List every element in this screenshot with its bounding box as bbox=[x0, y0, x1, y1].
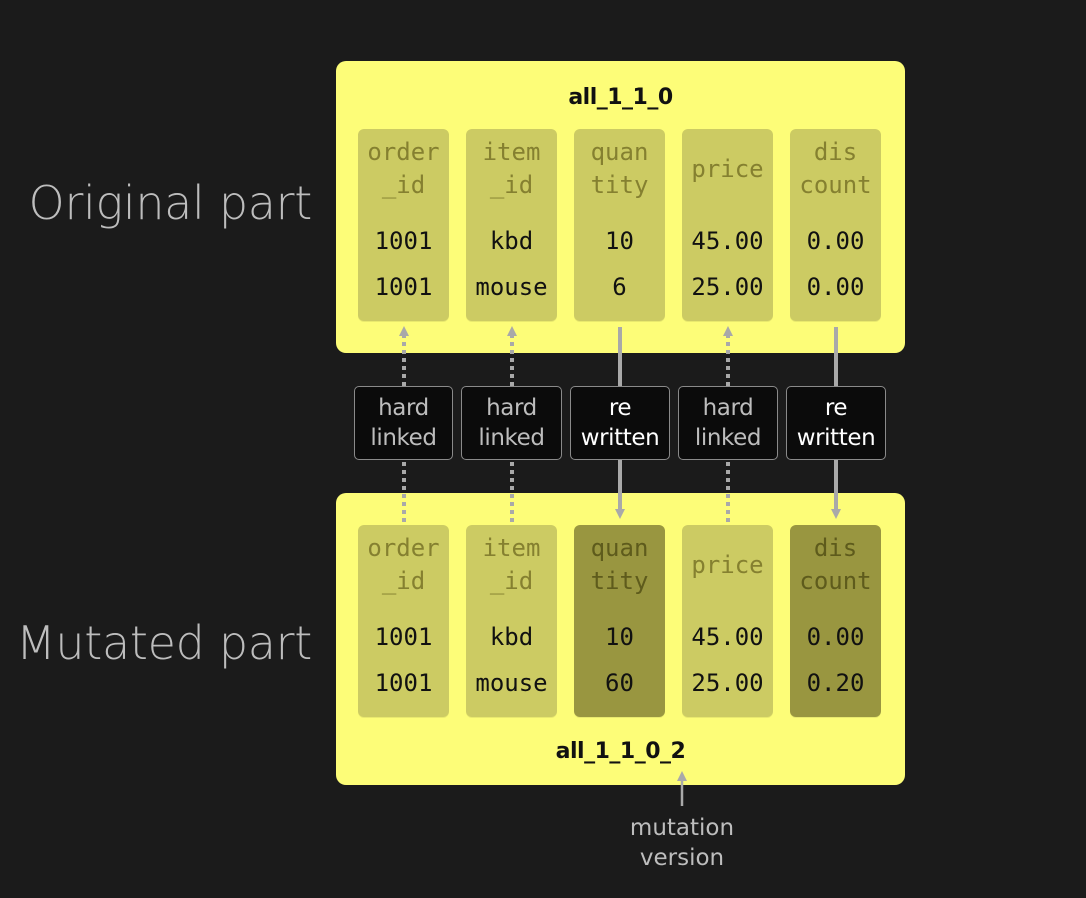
column-header: order _id bbox=[367, 138, 440, 199]
column-header: order _id bbox=[367, 534, 440, 595]
column-discount-rewritten: dis count 0.00 0.20 bbox=[790, 525, 881, 717]
column-order-id: order _id 1001 1001 bbox=[358, 525, 449, 717]
cell: 25.00 bbox=[691, 669, 764, 697]
mutated-part-label: Mutated part bbox=[16, 616, 312, 670]
cell: 45.00 bbox=[691, 623, 764, 651]
link-tag-quantity: re written bbox=[570, 386, 670, 460]
original-part-name: all_1_1_0 bbox=[568, 85, 673, 110]
column-header: quan tity bbox=[590, 138, 649, 199]
cell: 0.20 bbox=[806, 669, 865, 697]
link-tag-discount: re written bbox=[786, 386, 886, 460]
cell: mouse bbox=[475, 273, 548, 301]
cell: 60 bbox=[605, 669, 634, 697]
mutated-part: order _id 1001 1001 item _id kbd mouse q… bbox=[336, 493, 905, 785]
column-header: dis count bbox=[799, 534, 872, 595]
cell: 10 bbox=[605, 227, 634, 255]
column-header: price bbox=[691, 550, 764, 579]
column-item-id: item _id kbd mouse bbox=[466, 129, 557, 321]
column-header: quan tity bbox=[590, 534, 649, 595]
cell: 0.00 bbox=[806, 227, 865, 255]
link-tag-price: hard linked bbox=[678, 386, 778, 460]
column-quantity: quan tity 10 6 bbox=[574, 129, 665, 321]
column-quantity-rewritten: quan tity 10 60 bbox=[574, 525, 665, 717]
column-price: price 45.00 25.00 bbox=[682, 129, 773, 321]
cell: 0.00 bbox=[806, 623, 865, 651]
column-header: price bbox=[691, 154, 764, 183]
cell: 1001 bbox=[374, 227, 433, 255]
original-part-label: Original part bbox=[28, 176, 313, 230]
column-item-id: item _id kbd mouse bbox=[466, 525, 557, 717]
cell: kbd bbox=[489, 227, 534, 255]
cell: 6 bbox=[612, 273, 627, 301]
column-header: item _id bbox=[482, 138, 541, 199]
mutation-version-note: mutation version bbox=[629, 815, 735, 871]
cell: 1001 bbox=[374, 623, 433, 651]
original-part: all_1_1_0 order _id 1001 1001 item _id k… bbox=[336, 61, 905, 353]
cell: 25.00 bbox=[691, 273, 764, 301]
mutated-part-name: all_1_1_0_2 bbox=[555, 739, 686, 764]
column-discount: dis count 0.00 0.00 bbox=[790, 129, 881, 321]
link-tag-item-id: hard linked bbox=[461, 386, 562, 460]
cell: kbd bbox=[489, 623, 534, 651]
cell: 10 bbox=[605, 623, 634, 651]
column-price: price 45.00 25.00 bbox=[682, 525, 773, 717]
link-tag-order-id: hard linked bbox=[354, 386, 453, 460]
cell: 45.00 bbox=[691, 227, 764, 255]
cell: 1001 bbox=[374, 669, 433, 697]
cell: 0.00 bbox=[806, 273, 865, 301]
column-header: dis count bbox=[799, 138, 872, 199]
cell: mouse bbox=[475, 669, 548, 697]
cell: 1001 bbox=[374, 273, 433, 301]
column-header: item _id bbox=[482, 534, 541, 595]
column-order-id: order _id 1001 1001 bbox=[358, 129, 449, 321]
